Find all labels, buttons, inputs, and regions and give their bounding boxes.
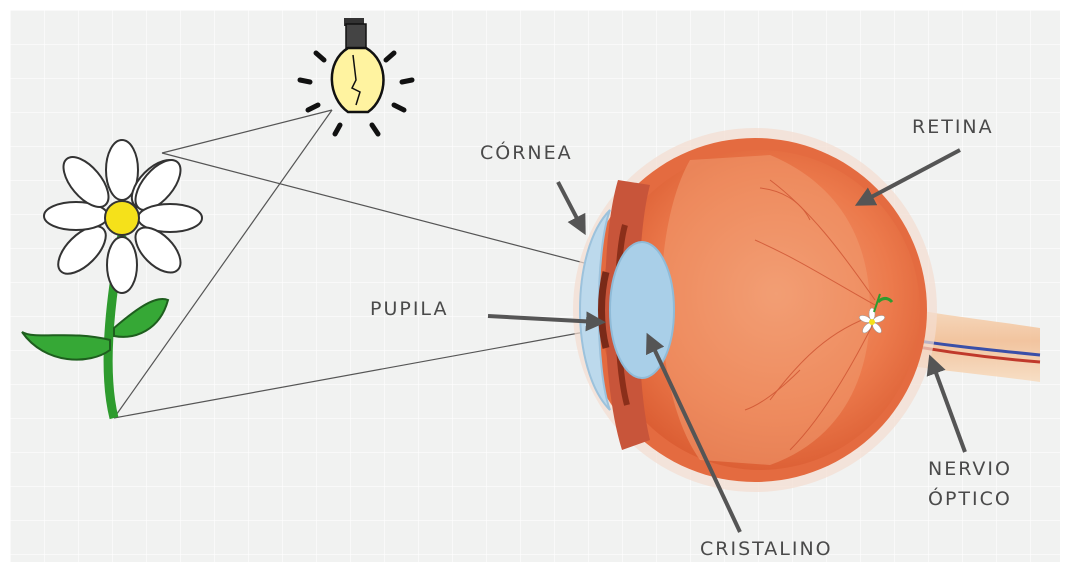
- nervio-label-line1: NERVIO: [928, 458, 1012, 482]
- diagram-svg: [10, 10, 1060, 562]
- nervio-label-line2: ÓPTICO: [928, 488, 1012, 512]
- retina-label: RETINA: [912, 116, 994, 140]
- light-bulb-icon: [300, 18, 412, 134]
- diagram-canvas: CÓRNEA RETINA PUPILA CRISTALINO NERVIO Ó…: [10, 10, 1060, 562]
- nervio-optico-label: NERVIO ÓPTICO: [928, 458, 1012, 512]
- daisy-icon: [22, 140, 202, 418]
- cornea-label: CÓRNEA: [480, 142, 573, 166]
- cornea-arrow: [558, 182, 582, 228]
- nervio-arrow: [932, 362, 965, 452]
- eyeball: [573, 128, 937, 492]
- cristalino-label: CRISTALINO: [700, 538, 833, 562]
- pupila-label: PUPILA: [370, 298, 448, 322]
